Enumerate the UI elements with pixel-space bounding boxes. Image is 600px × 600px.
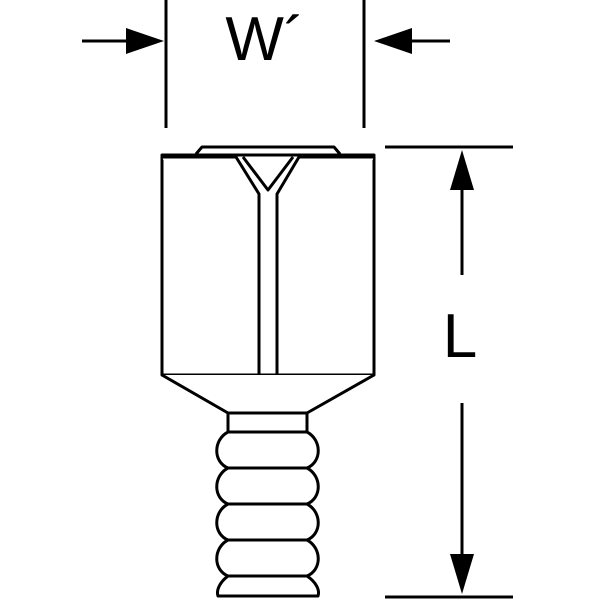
- connector-top-rim: [194, 145, 342, 155]
- width-label: W´: [225, 5, 304, 74]
- sleeve-bottom-flare: [216, 574, 320, 598]
- center-slot: [241, 156, 295, 192]
- sleeve-rib-4: [215, 538, 320, 578]
- length-dimension: L: [385, 145, 513, 599]
- width-dimension: W´: [82, 0, 450, 128]
- width-arrowhead-right: [374, 28, 412, 54]
- sleeve-rib-2: [215, 466, 320, 506]
- sleeve-rib-1: [215, 430, 320, 470]
- width-arrowhead-left: [126, 28, 164, 54]
- left-contact-spring: [162, 155, 261, 374]
- sleeve-collar: [226, 411, 309, 434]
- sleeve-rib-3: [215, 502, 320, 542]
- connector-body: [160, 145, 376, 415]
- insulated-sleeve: [215, 411, 320, 598]
- length-label: L: [443, 302, 477, 371]
- length-arrowhead-top: [450, 150, 474, 190]
- connector-taper: [161, 373, 375, 415]
- length-arrowhead-bottom: [450, 554, 474, 594]
- right-contact-spring: [275, 155, 374, 374]
